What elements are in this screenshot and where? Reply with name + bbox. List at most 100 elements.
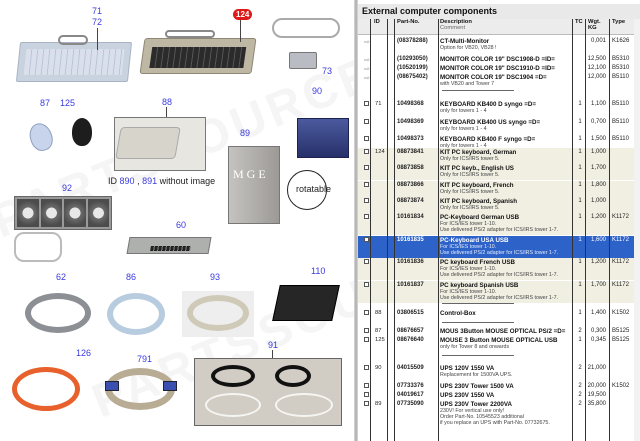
description-text: UPS 120V 1550 VA xyxy=(440,365,495,372)
row-checkbox[interactable] xyxy=(364,237,369,242)
row-checkbox[interactable] xyxy=(364,282,369,287)
pane-divider[interactable] xyxy=(354,0,358,441)
table-row[interactable]: ⇨(10520199)MONITOR COLOR 19" DSC1910-D =… xyxy=(358,64,634,73)
row-part-number: 10161834 xyxy=(397,214,424,220)
ups-120v-image[interactable] xyxy=(297,118,349,158)
control-box-image[interactable] xyxy=(115,127,181,159)
grid-line xyxy=(370,19,371,441)
table-row[interactable]: ⇨(10293050)MONITOR COLOR 19" DSC1908-D =… xyxy=(358,55,634,64)
description-text: MOUSE 3 Button MOUSE OPTICAL USB xyxy=(440,337,558,344)
cable-93-image[interactable] xyxy=(187,295,249,331)
callout-91[interactable]: 91 xyxy=(268,340,279,350)
row-checkbox[interactable] xyxy=(364,328,369,333)
row-weight: 1,100 xyxy=(590,101,606,107)
callout-90[interactable]: 90 xyxy=(312,86,323,96)
keyboard-pc-image[interactable] xyxy=(139,38,257,74)
row-checkbox[interactable] xyxy=(364,365,369,370)
callout-125[interactable]: 125 xyxy=(60,98,76,108)
mouse-usb-image[interactable] xyxy=(72,118,92,146)
ups-tower-image[interactable]: MGE xyxy=(228,146,280,224)
callout-124[interactable]: 124 xyxy=(233,9,253,20)
network-switch-image[interactable] xyxy=(126,237,212,254)
row-checkbox-cell xyxy=(364,328,369,335)
row-checkbox[interactable] xyxy=(364,259,369,264)
description-text: UPS 230V Tower 1500 VA xyxy=(440,383,514,390)
power-and-serial-cables-image[interactable] xyxy=(194,358,342,426)
ps2-adapter-image[interactable] xyxy=(289,52,317,69)
column-header-description[interactable]: Description Comment xyxy=(440,19,472,35)
battery-pack-image[interactable] xyxy=(272,285,340,321)
id-891[interactable]: 891 xyxy=(142,176,158,186)
row-checkbox[interactable] xyxy=(364,149,369,154)
row-weight: 21,000 xyxy=(587,365,606,371)
row-checkbox[interactable] xyxy=(364,310,369,315)
row-weight: 1,000 xyxy=(590,198,606,204)
callout-88[interactable]: 88 xyxy=(162,97,173,107)
callout-89[interactable]: 89 xyxy=(240,128,251,138)
keyboard-kb400-image[interactable] xyxy=(15,42,133,82)
row-checkbox[interactable] xyxy=(364,337,369,342)
column-header-part-no[interactable]: Part-No. xyxy=(397,19,420,25)
row-checkbox-cell xyxy=(364,337,369,344)
callout-92[interactable]: 92 xyxy=(62,183,73,193)
row-checkbox[interactable] xyxy=(364,214,369,219)
callout-73[interactable]: 73 xyxy=(322,66,333,76)
group-separator xyxy=(442,322,514,323)
column-header-tc[interactable]: TC xyxy=(575,19,583,25)
callout-126[interactable]: 126 xyxy=(76,348,92,358)
column-header-type[interactable]: Type xyxy=(612,19,626,25)
vertical-scrollbar[interactable] xyxy=(634,19,640,441)
callout-62[interactable]: 62 xyxy=(56,272,67,282)
row-checkbox[interactable] xyxy=(364,401,369,406)
row-checkbox[interactable] xyxy=(364,101,369,106)
column-header-id[interactable]: ID xyxy=(374,19,380,25)
fan-unit-image[interactable] xyxy=(14,196,112,230)
description-text: KIT PC keyboard, Spanish xyxy=(440,198,518,205)
callout-110[interactable]: 110 xyxy=(311,266,326,276)
table-row[interactable]: ⇨(08675402)MONITOR COLOR 19" DSC1904 =D=… xyxy=(358,73,634,87)
cable-62-image[interactable] xyxy=(25,293,91,333)
cable-126-image[interactable] xyxy=(12,367,80,411)
column-header-weight[interactable]: Wgt. KG xyxy=(588,19,601,35)
rotate-indicator-icon xyxy=(287,170,327,210)
row-checkbox[interactable] xyxy=(364,198,369,203)
cable-86-image[interactable] xyxy=(107,293,165,335)
row-checkbox[interactable] xyxy=(364,383,369,388)
row-checkbox[interactable] xyxy=(364,119,369,124)
callout-791[interactable]: 791 xyxy=(137,354,153,364)
callout-60[interactable]: 60 xyxy=(176,220,187,230)
row-tc: 1 xyxy=(578,198,582,204)
row-type: K1502 xyxy=(612,310,630,316)
row-checkbox[interactable] xyxy=(364,392,369,397)
callout-93[interactable]: 93 xyxy=(210,272,221,282)
callout-87[interactable]: 87 xyxy=(40,98,51,108)
callout-72[interactable]: 72 xyxy=(92,17,103,27)
row-checkbox[interactable] xyxy=(364,165,369,170)
mouse-ps2-image[interactable] xyxy=(25,120,57,154)
row-checkbox[interactable] xyxy=(364,136,369,141)
row-checkbox[interactable] xyxy=(364,182,369,187)
callout-71[interactable]: 71 xyxy=(92,6,103,16)
id-890[interactable]: 890 xyxy=(119,176,135,186)
row-description: Control-Box xyxy=(440,310,620,317)
callout-86[interactable]: 86 xyxy=(126,272,137,282)
